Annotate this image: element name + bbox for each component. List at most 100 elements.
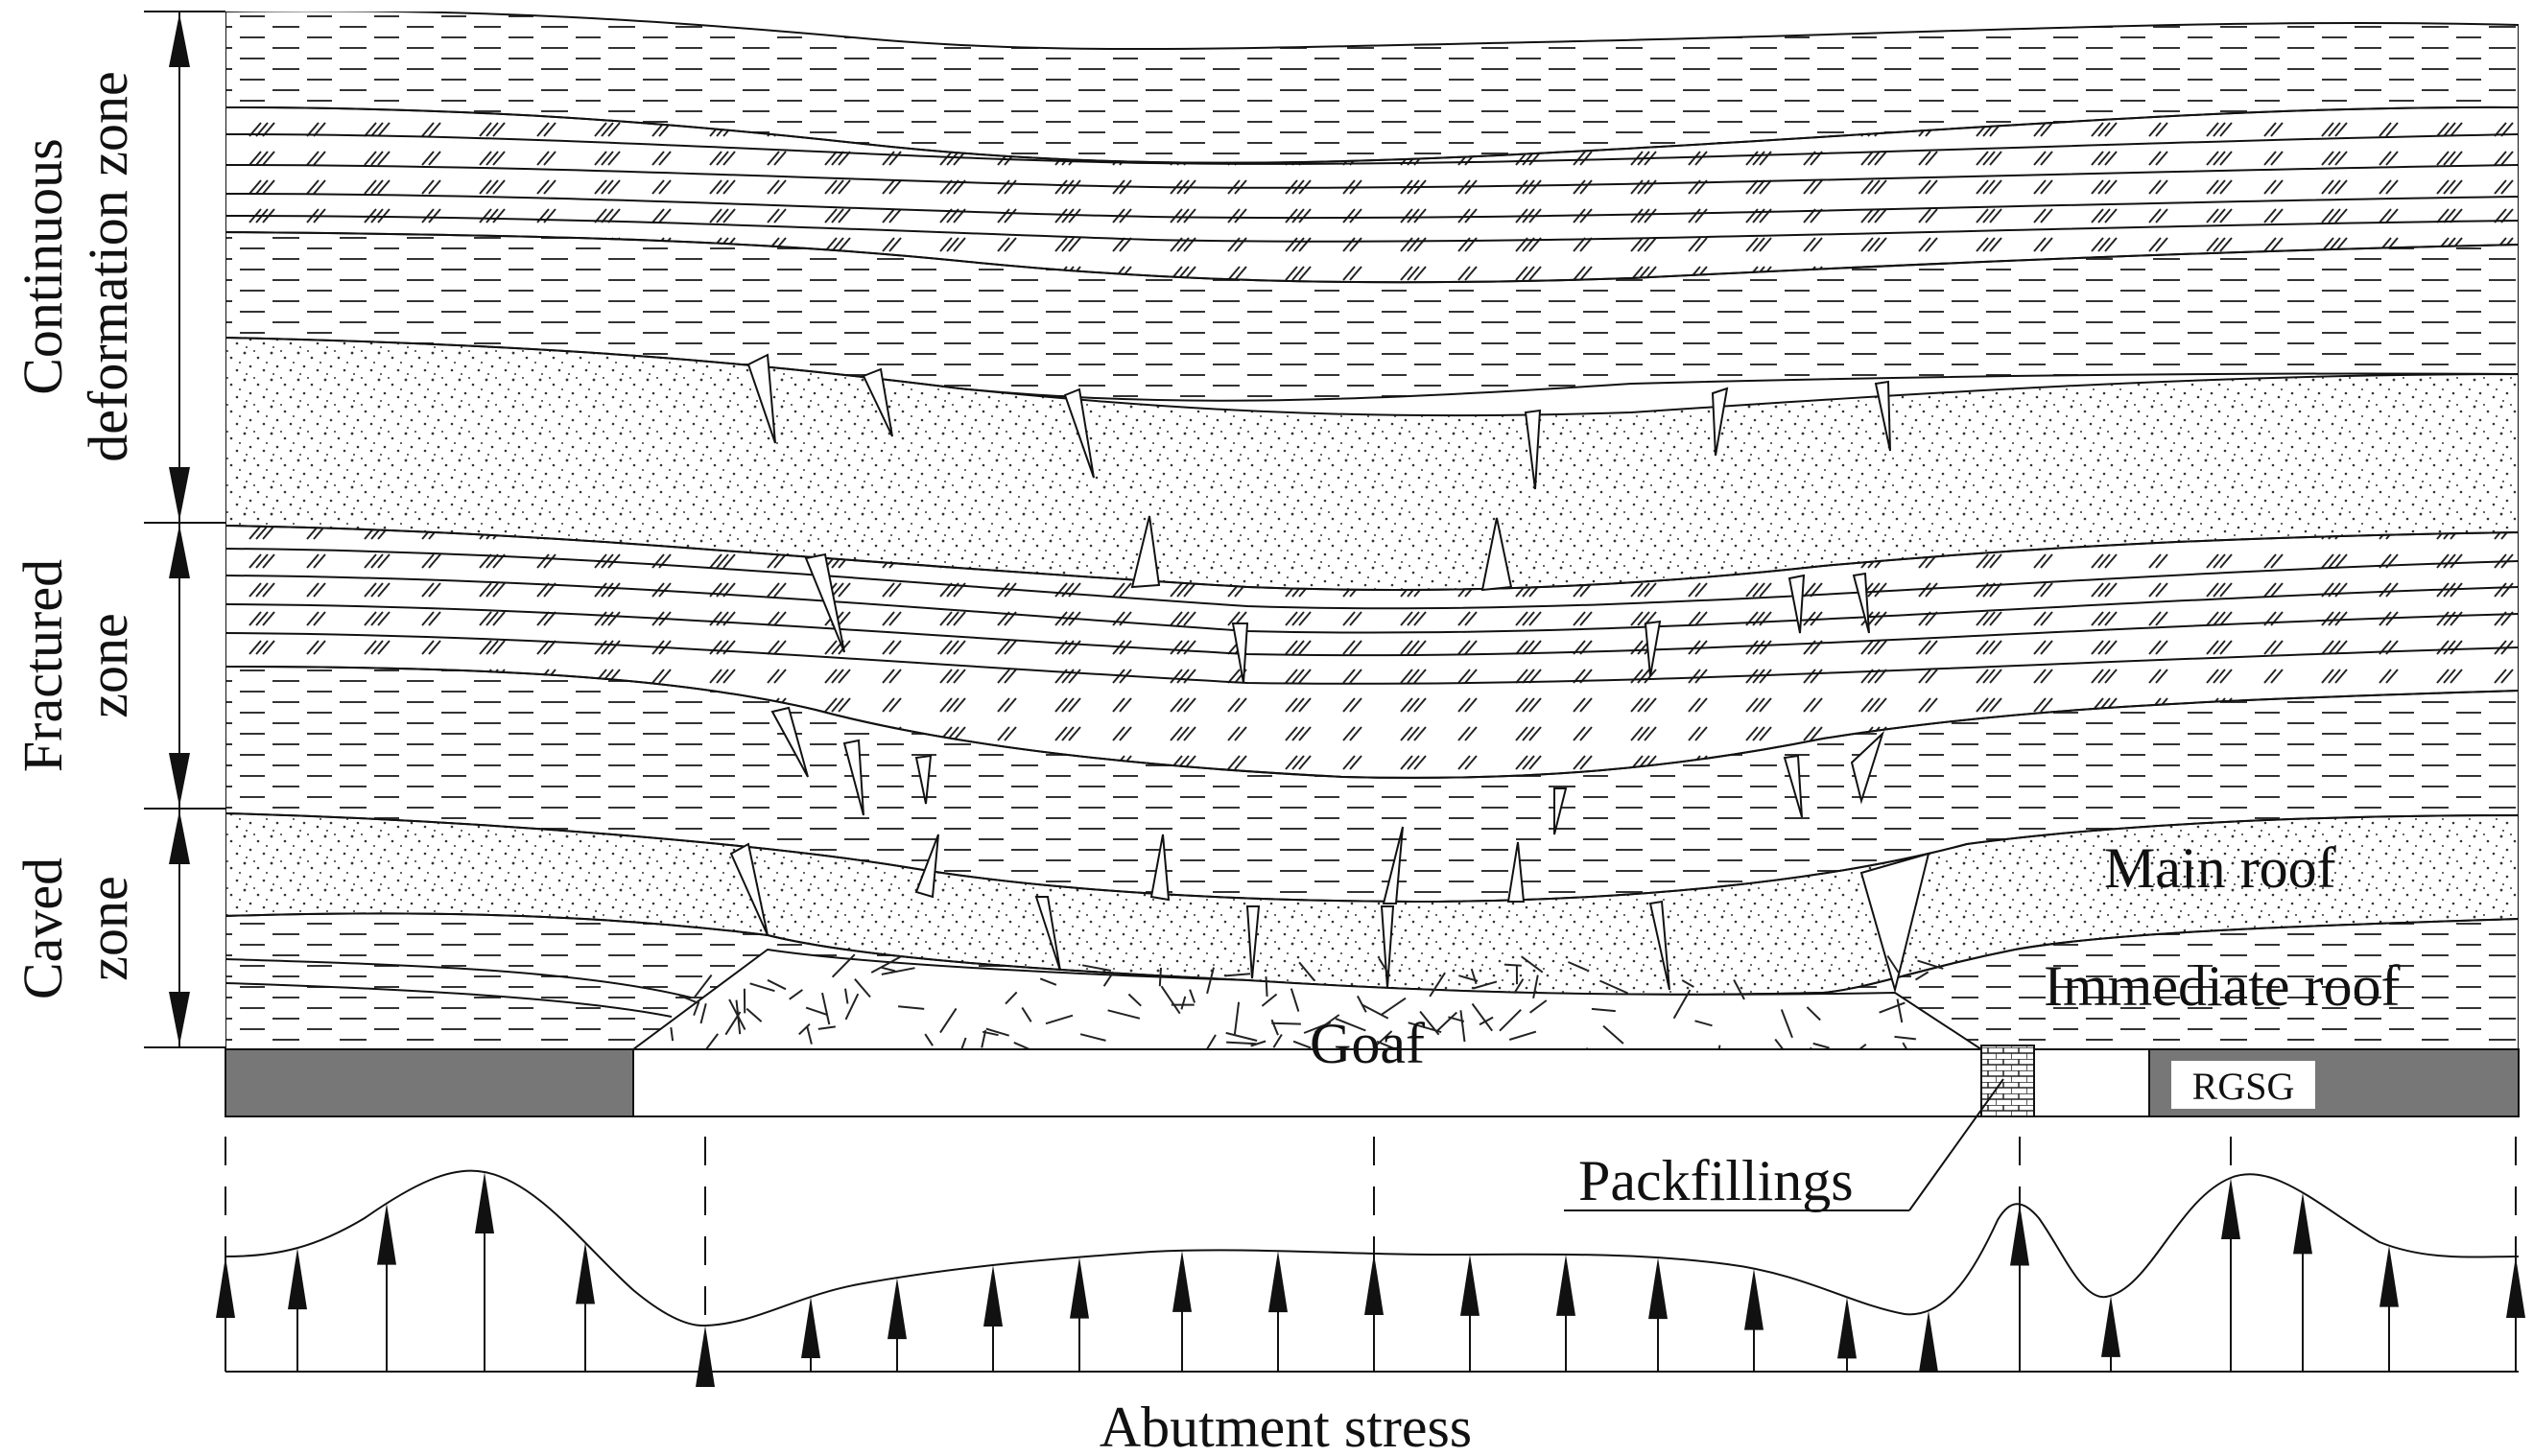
coal-seam: RGSG (225, 1045, 2520, 1117)
rock-fragment (1381, 997, 1407, 1016)
rock-fragment (1602, 1024, 1624, 1045)
rock-fragment (1591, 1007, 1616, 1013)
stress-arrow-head (1648, 1257, 1668, 1320)
rock-fragment (898, 1005, 925, 1010)
main-roof-label: Main roof (2104, 836, 2336, 900)
rock-strata (225, 12, 2519, 1049)
rock-fragment (1521, 955, 1544, 974)
rock-fragment (1335, 1018, 1366, 1032)
stress-arrow-head (1919, 1310, 1938, 1373)
stress-curve (225, 1169, 2520, 1327)
rock-fragment (1261, 993, 1278, 1007)
rock-fragment (1473, 980, 1498, 990)
rock-fragment (982, 1030, 999, 1037)
rock-fragment (678, 994, 699, 1004)
rock-fragment (1005, 991, 1018, 1005)
stress-arrow-head (1268, 1251, 1288, 1313)
stress-arrow-head (2101, 1295, 2120, 1357)
rock-fragment (1233, 1001, 1241, 1035)
stress-arrow-head (216, 1256, 235, 1318)
rock-fragment (1894, 1035, 1917, 1041)
rock-fragment (693, 1000, 700, 1017)
rock-fragment (798, 1022, 811, 1036)
rock-fragment (1189, 989, 1196, 1003)
rock-fragment (1298, 961, 1315, 981)
stress-arrow-head (576, 1242, 595, 1304)
stress-arrow-head (2379, 1245, 2399, 1307)
rock-fragment (1292, 1040, 1312, 1049)
stress-arrow-head (475, 1172, 494, 1233)
packfillings-leader (1908, 1078, 2004, 1211)
rock-fragment (1459, 1010, 1466, 1043)
stress-arrow-head (288, 1248, 307, 1310)
rock-fragment (1107, 1009, 1141, 1020)
rock-fragment (1045, 1014, 1074, 1025)
rock-fragment (1513, 978, 1525, 995)
roadway-opening (2033, 1048, 2150, 1117)
rock-fragment (1780, 1009, 1793, 1039)
stress-arrow-head (2506, 1256, 2525, 1319)
rock-fragment (1158, 967, 1162, 987)
rock-fragment (670, 1026, 675, 1042)
rock-fragment (1039, 977, 1057, 986)
stress-arrow-head (2221, 1178, 2240, 1240)
rock-fragment (844, 988, 849, 1004)
rock-fragment (1896, 998, 1904, 1023)
rock-fragment (831, 953, 856, 978)
stress-arrow-head (888, 1278, 907, 1340)
rock-fragment (1180, 996, 1187, 1010)
zone-label-caved-2: zone (77, 876, 139, 981)
rock-fragment (1529, 999, 1548, 1014)
rock-fragment (844, 993, 860, 1021)
zone-label-fractured-2: zone (77, 613, 139, 718)
rock-fragment (1021, 1006, 1032, 1022)
rock-fragment (806, 1026, 813, 1045)
rock-fragment (1265, 976, 1268, 997)
rock-fragment (1436, 1011, 1457, 1032)
zone-label-continuous-1: Continuous (12, 138, 74, 395)
stress-arrow-head (1364, 1254, 1384, 1316)
goaf-broken-rock (670, 953, 1944, 1049)
stress-arrow-head (1172, 1250, 1192, 1312)
fracture-cracks (729, 353, 1930, 994)
goaf-area (631, 948, 1983, 1049)
rock-fragment (1503, 963, 1522, 967)
rock-fragment (870, 955, 903, 974)
zone-label-fractured-1: Fractured (12, 559, 74, 772)
rock-fragment (1250, 1040, 1266, 1047)
rock-fragment (1271, 1022, 1301, 1025)
rock-fragment (704, 1033, 719, 1049)
zone-axis (144, 11, 225, 1048)
rock-fragment (1774, 1038, 1785, 1049)
rock-fragment (1127, 993, 1142, 1007)
rock-fragment (1224, 973, 1251, 977)
rock-fragment (1914, 971, 1929, 981)
rock-fragment (1812, 1042, 1830, 1049)
rock-fragment (1879, 1001, 1906, 1014)
rock-fragment (1013, 1041, 1032, 1049)
rock-fragment (1375, 1030, 1393, 1046)
rock-fragment (1160, 985, 1181, 1015)
stress-arrow-head (377, 1203, 396, 1265)
rock-fragment (1272, 1033, 1283, 1048)
abutment-stress-label: Abutment stress (1100, 1396, 1472, 1456)
rock-fragment (694, 974, 713, 998)
rock-fragment (699, 1002, 707, 1024)
rock-fragment (1672, 989, 1692, 1020)
stress-arrow-head (1744, 1268, 1764, 1330)
rock-fragment (1081, 964, 1112, 972)
rock-fragment (1361, 1003, 1389, 1020)
rock-fragment (1479, 1016, 1494, 1026)
rock-fragment (1102, 971, 1115, 987)
rock-fragment (1917, 959, 1944, 970)
goaf-label: Goaf (1310, 1012, 1425, 1075)
rock-fragment (881, 966, 896, 973)
stress-arrow-head (1556, 1254, 1575, 1316)
rock-fragment (1408, 1022, 1442, 1034)
stress-arrow-head (696, 1326, 715, 1387)
rock-fragment (1499, 1008, 1522, 1032)
rgsg-label: RGSG (2192, 1065, 2295, 1108)
rgsg-label-box (2171, 1061, 2315, 1109)
stress-arrow-head (2293, 1192, 2312, 1255)
